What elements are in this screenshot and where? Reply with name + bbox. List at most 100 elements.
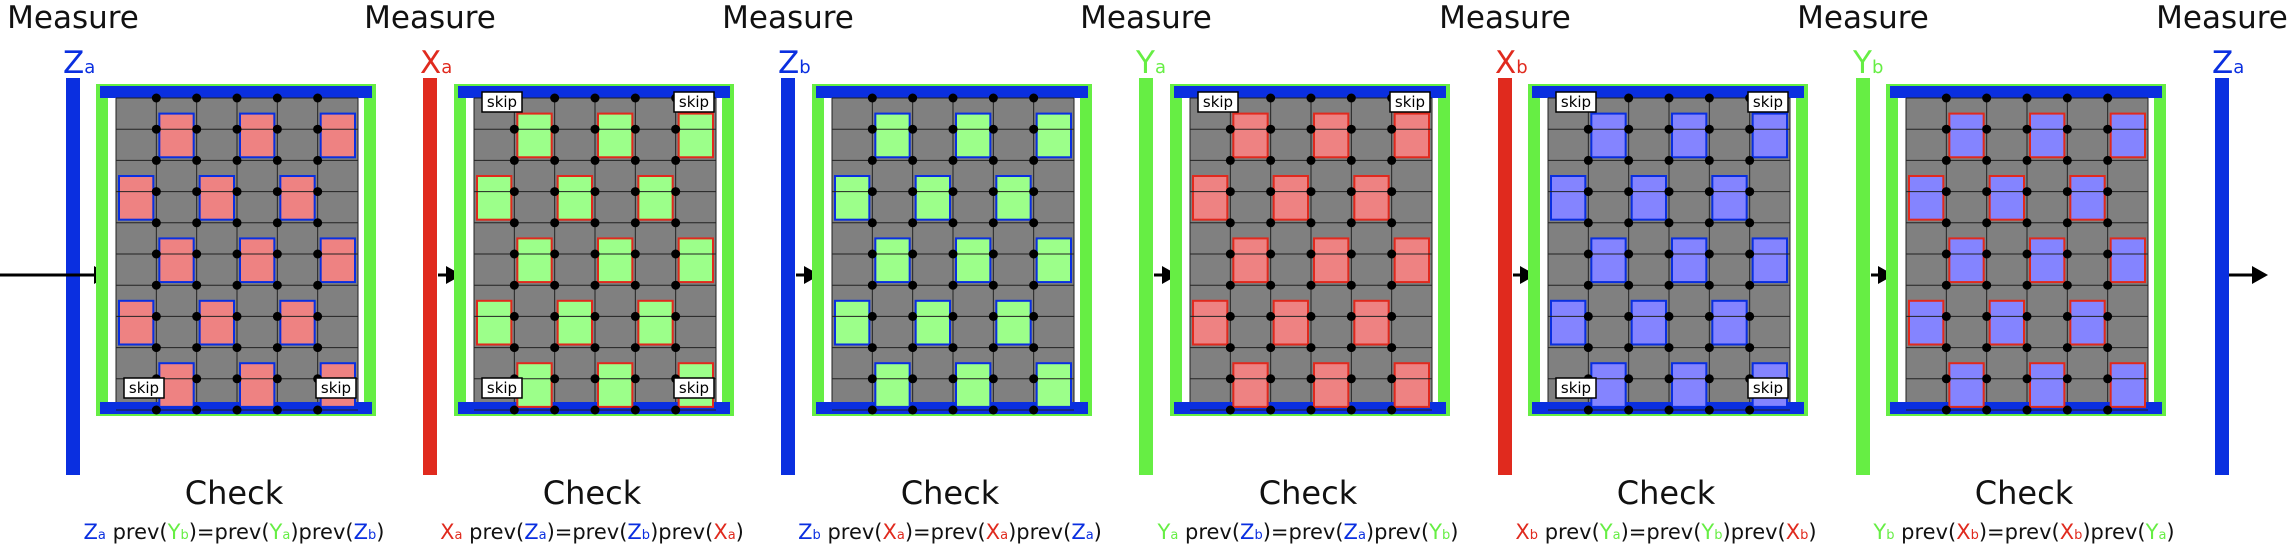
qubit-dot bbox=[630, 124, 640, 134]
qubit-dot bbox=[232, 280, 242, 290]
formula-subscript: a bbox=[282, 528, 290, 543]
qubit-dot bbox=[1664, 405, 1674, 415]
qubit-dot bbox=[867, 343, 877, 353]
qubit-dot bbox=[1387, 374, 1397, 384]
qubit-dot bbox=[151, 343, 161, 353]
plaquette bbox=[597, 237, 634, 284]
qubit-dot bbox=[908, 280, 918, 290]
qubit-dot bbox=[2062, 218, 2072, 228]
formula-text: ) bbox=[1094, 520, 1102, 544]
qubit-dot bbox=[1583, 155, 1593, 165]
qubit-dot bbox=[313, 93, 323, 103]
skip-tag: skip bbox=[1555, 377, 1597, 399]
skip-label: skip bbox=[129, 379, 159, 397]
qubit-dot bbox=[1941, 187, 1951, 197]
plaquette bbox=[1313, 237, 1350, 284]
qubit-dot bbox=[1306, 374, 1316, 384]
qubit-dot bbox=[1982, 218, 1992, 228]
qubit-dot bbox=[671, 155, 681, 165]
qubit-dot bbox=[1225, 124, 1235, 134]
qubit-dot bbox=[948, 124, 958, 134]
skip-tag: skip bbox=[1197, 91, 1239, 113]
qubit-dot bbox=[1664, 374, 1674, 384]
operator-subscript: a bbox=[2233, 57, 2244, 78]
skip-label: skip bbox=[487, 93, 517, 111]
skip-tag: skip bbox=[1747, 91, 1789, 113]
plaquette bbox=[1272, 299, 1309, 346]
plaquette bbox=[597, 362, 634, 408]
qubit-dot bbox=[908, 155, 918, 165]
formula-operator: Y bbox=[1599, 520, 1613, 544]
qubit-dot bbox=[2103, 155, 2113, 165]
qubit-dot bbox=[272, 187, 282, 197]
formula-subscript: a bbox=[1170, 528, 1178, 543]
qubit-dot bbox=[1346, 124, 1356, 134]
qubit-dot bbox=[232, 187, 242, 197]
plaquette bbox=[1313, 112, 1350, 159]
operator-subscript: b bbox=[1872, 57, 1883, 78]
qubit-dot bbox=[151, 187, 161, 197]
qubit-dot bbox=[1745, 249, 1755, 259]
qubit-dot bbox=[2103, 280, 2113, 290]
qubit-dot bbox=[1941, 374, 1951, 384]
qubit-dot bbox=[1306, 280, 1316, 290]
qubit-dot bbox=[232, 343, 242, 353]
qubit-dot bbox=[948, 405, 958, 415]
qubit-dot bbox=[550, 187, 560, 197]
qubit-dot bbox=[2062, 249, 2072, 259]
qubit-dot bbox=[1346, 187, 1356, 197]
check-formula: Yb prev(Xb)=prev(Xb)prev(Ya) bbox=[1872, 520, 2174, 544]
formula-text: )=prev( bbox=[547, 520, 628, 544]
qubit-dot bbox=[988, 155, 998, 165]
qubit-dot bbox=[1745, 311, 1755, 321]
qubit-dot bbox=[509, 405, 519, 415]
skip-tag: skip bbox=[673, 377, 715, 399]
qubit-dot bbox=[1225, 311, 1235, 321]
qubit-dot bbox=[192, 187, 202, 197]
skip-label: skip bbox=[679, 379, 709, 397]
plaquette bbox=[1948, 237, 1985, 284]
qubit-dot bbox=[1306, 187, 1316, 197]
qubit-dot bbox=[1346, 374, 1356, 384]
qubit-dot bbox=[948, 311, 958, 321]
qubit-dot bbox=[2103, 187, 2113, 197]
qubit-dot bbox=[590, 311, 600, 321]
qubit-dot bbox=[192, 124, 202, 134]
plaquette bbox=[2069, 175, 2106, 221]
qubit-dot bbox=[1387, 311, 1397, 321]
plaquette bbox=[874, 112, 911, 159]
formula-operator: Z bbox=[1240, 520, 1254, 544]
plaquette bbox=[1232, 237, 1269, 284]
plaquette bbox=[1192, 299, 1229, 346]
qubit-dot bbox=[1745, 280, 1755, 290]
skip-label: skip bbox=[487, 379, 517, 397]
qubit-dot bbox=[1306, 124, 1316, 134]
check-formula: Zb prev(Xa)=prev(Xa)prev(Za) bbox=[798, 520, 1102, 544]
qubit-dot bbox=[2022, 155, 2032, 165]
qubit-dot bbox=[630, 405, 640, 415]
qubit-dot bbox=[509, 249, 519, 259]
qubit-dot bbox=[1346, 155, 1356, 165]
qubit-dot bbox=[630, 343, 640, 353]
qubit-dot bbox=[192, 155, 202, 165]
plaquette bbox=[1313, 362, 1350, 408]
plaquette bbox=[158, 362, 195, 408]
qubit-dot bbox=[1387, 155, 1397, 165]
plaquette bbox=[1751, 237, 1788, 284]
qubit-dot bbox=[1306, 311, 1316, 321]
qubit-dot bbox=[272, 93, 282, 103]
qubit-dot bbox=[1704, 249, 1714, 259]
qubit-dot bbox=[1982, 280, 1992, 290]
measurement-operator-label: Za bbox=[63, 45, 95, 81]
qubit-dot bbox=[988, 280, 998, 290]
plaquette bbox=[239, 362, 276, 408]
formula-text: )prev( bbox=[1366, 520, 1429, 544]
formula-text: prev( bbox=[1538, 520, 1600, 544]
qubit-dot bbox=[1029, 187, 1039, 197]
formula-text: )=prev( bbox=[1621, 520, 1702, 544]
qubit-dot bbox=[1266, 405, 1276, 415]
qubit-dot bbox=[2103, 374, 2113, 384]
formula-subscript: a bbox=[98, 528, 106, 543]
